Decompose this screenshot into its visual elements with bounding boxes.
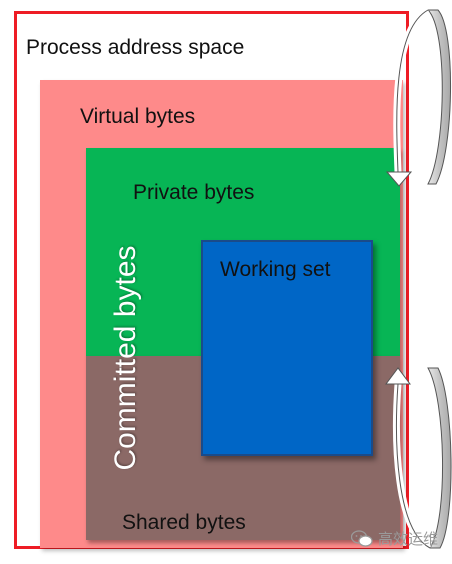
- private-bytes-label: Private bytes: [133, 181, 255, 204]
- virtual-bytes-label: Virtual bytes: [80, 105, 196, 128]
- process-address-space-label: Process address space: [26, 36, 245, 59]
- down-arrow-icon: [385, 6, 451, 187]
- wechat-icon: [350, 529, 373, 547]
- watermark: 高效运维: [350, 528, 438, 549]
- watermark-text: 高效运维: [377, 530, 438, 548]
- working-set-box: [201, 240, 373, 456]
- working-set-label: Working set: [220, 258, 331, 281]
- up-arrow-icon: [385, 367, 452, 552]
- shared-bytes-label: Shared bytes: [122, 511, 246, 534]
